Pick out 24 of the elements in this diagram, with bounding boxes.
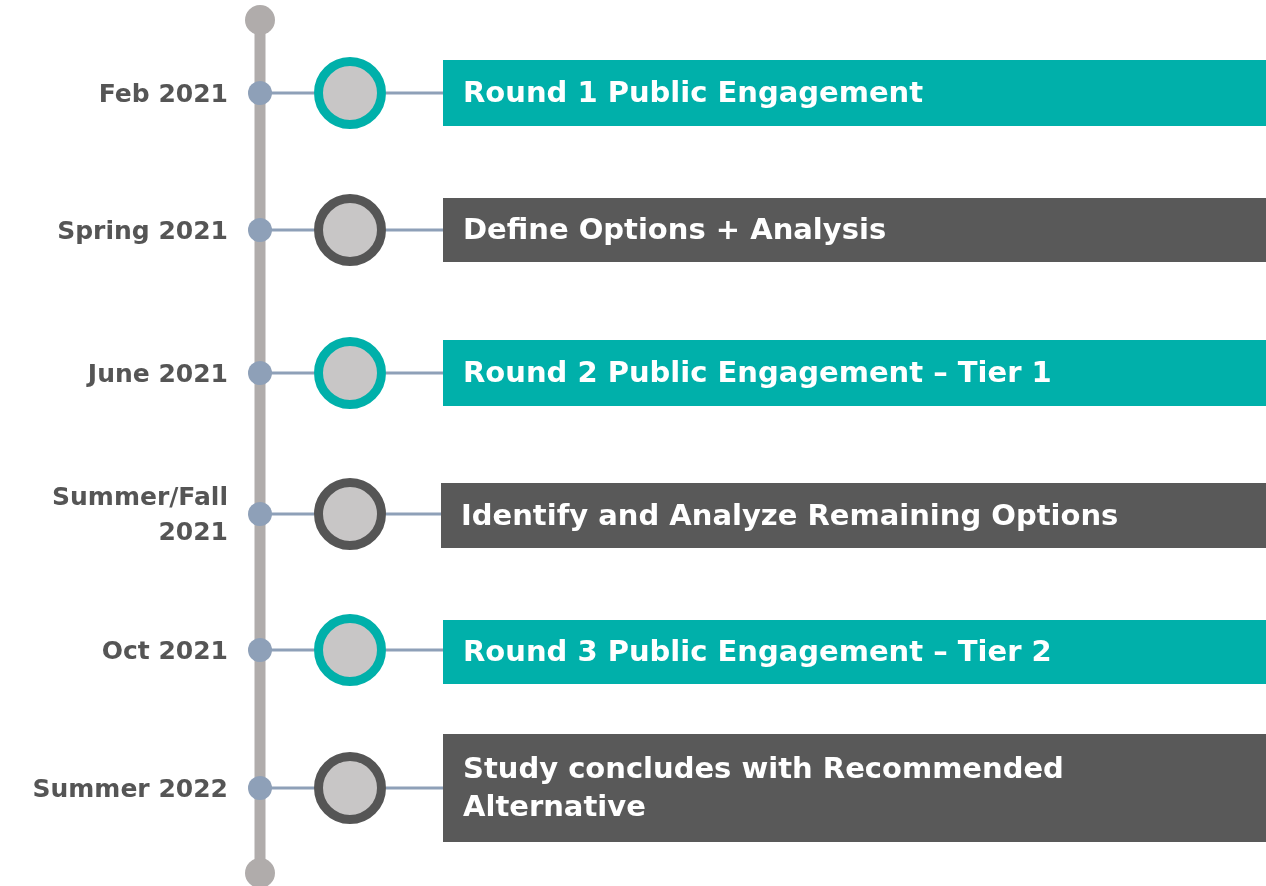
date-label: Summer/Fall 2021 [51, 481, 228, 548]
stage-box [441, 483, 1266, 548]
date-label: Summer 2022 [31, 772, 228, 805]
connector-line [386, 786, 443, 790]
stage-label: Round 2 Public Engagement – Tier 1 [463, 354, 1052, 392]
date-label: Feb 2021 [97, 77, 228, 110]
stage-box [443, 734, 1266, 842]
connector-line [386, 228, 443, 232]
stage-label: Define Options + Analysis [463, 211, 887, 249]
date-label: Oct 2021 [100, 634, 228, 667]
date-label: Spring 2021 [56, 214, 228, 247]
connector-line [386, 512, 441, 516]
date-label: June 2021 [85, 357, 228, 390]
stage-label: Identify and Analyze Remaining Options [461, 496, 1119, 534]
connector-line [386, 371, 443, 375]
stage-box [443, 60, 1266, 126]
stage-label: Round 1 Public Engagement [463, 74, 924, 112]
stage-box [443, 620, 1266, 684]
stage-box [443, 198, 1266, 262]
stage-box [443, 340, 1266, 406]
connector-line [386, 648, 443, 652]
stage-label: Study concludes with Recommended Alternative [463, 750, 1065, 825]
stage-label: Round 3 Public Engagement – Tier 2 [463, 633, 1052, 671]
connector-line [386, 91, 443, 95]
